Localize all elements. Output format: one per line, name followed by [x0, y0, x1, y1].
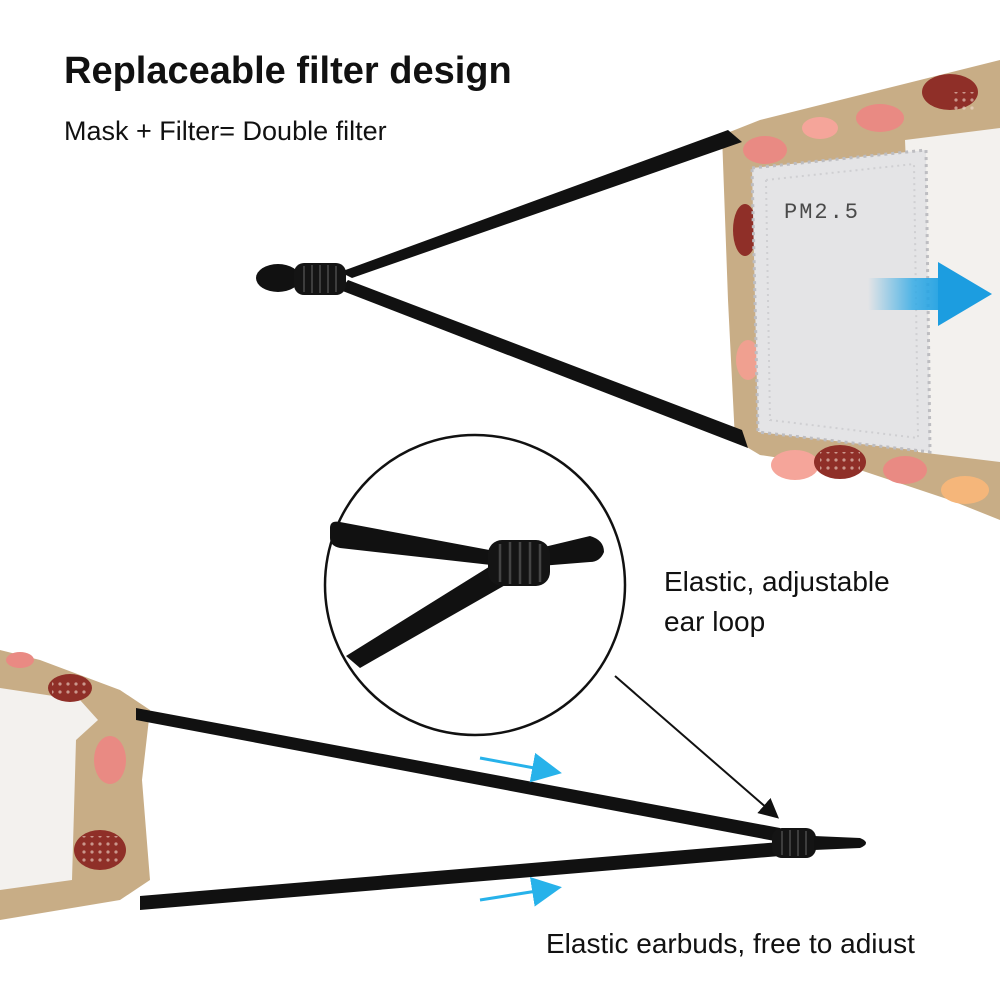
- page-subtitle: Mask + Filter= Double filter: [64, 116, 387, 146]
- callout-line-1: Elastic, adjustable: [664, 566, 890, 597]
- ear-loop-bottom: [136, 708, 866, 910]
- callout-line-2: ear loop: [664, 606, 766, 637]
- floral-pattern-icon: [733, 74, 989, 504]
- airflow-arrow-icon: [868, 262, 992, 326]
- direction-arrow-icon: [479, 876, 562, 907]
- filter-label: PM2.5: [784, 200, 860, 225]
- ear-loop-top: [256, 130, 748, 448]
- mask-fabric-bottom: [0, 650, 150, 920]
- pm25-filter: [750, 148, 932, 454]
- direction-arrow-icon: [479, 752, 562, 783]
- zoom-detail-circle: [323, 433, 627, 737]
- pointer-arrow-icon: [614, 675, 780, 819]
- ear-loop-callout: Elastic, adjustable ear loop: [664, 562, 890, 642]
- page-title: Replaceable filter design: [64, 50, 512, 92]
- earbuds-caption: Elastic earbuds, free to adiust: [546, 928, 915, 959]
